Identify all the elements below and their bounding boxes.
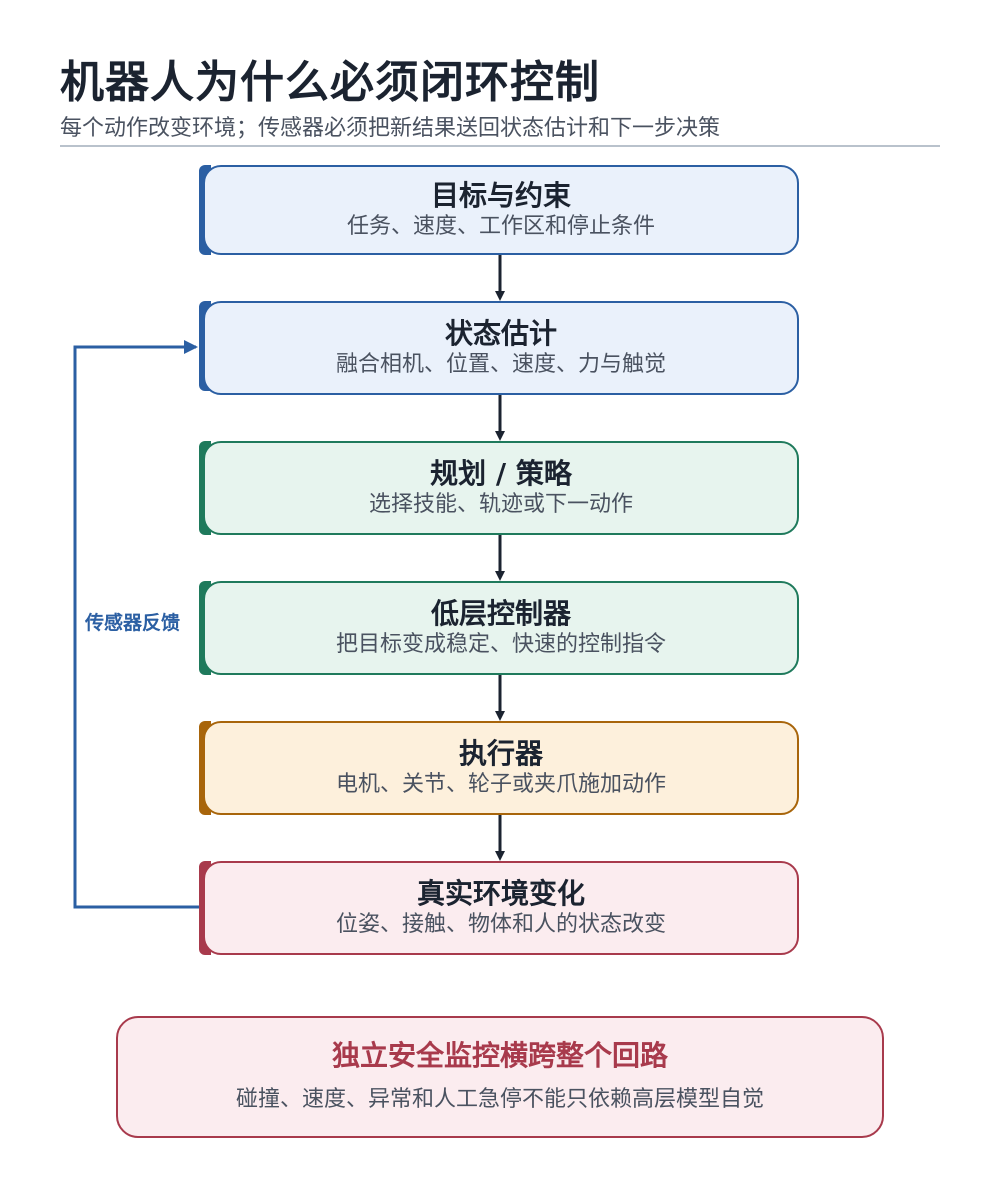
step-state-box: 状态估计 融合相机、位置、速度、力与触觉 bbox=[203, 301, 799, 395]
step-environment-title: 真实环境变化 bbox=[416, 877, 585, 910]
step-actuator-box: 执行器 电机、关节、轮子或夹爪施加动作 bbox=[203, 721, 799, 815]
step-plan-subtitle: 选择技能、轨迹或下一动作 bbox=[368, 492, 633, 517]
step-plan-title: 规划 / 策略 bbox=[430, 457, 572, 490]
safety-note-subtitle: 碰撞、速度、异常和人工急停不能只依赖高层模型自觉 bbox=[235, 1087, 764, 1112]
step-controller-title: 低层控制器 bbox=[430, 597, 571, 630]
step-goal-title: 目标与约束 bbox=[430, 179, 571, 212]
step-actuator-subtitle: 电机、关节、轮子或夹爪施加动作 bbox=[335, 772, 666, 797]
page-subtitle: 每个动作改变环境；传感器必须把新结果送回状态估计和下一步决策 bbox=[60, 116, 721, 141]
step-state-subtitle: 融合相机、位置、速度、力与触觉 bbox=[335, 352, 666, 377]
feedback-label: 传感器反馈 bbox=[85, 612, 181, 634]
step-controller-subtitle: 把目标变成稳定、快速的控制指令 bbox=[335, 632, 666, 657]
step-plan-box: 规划 / 策略 选择技能、轨迹或下一动作 bbox=[203, 441, 799, 535]
step-controller-box: 低层控制器 把目标变成稳定、快速的控制指令 bbox=[203, 581, 799, 675]
header-divider bbox=[60, 145, 940, 147]
step-goal-box: 目标与约束 任务、速度、工作区和停止条件 bbox=[203, 165, 799, 255]
step-environment-box: 真实环境变化 位姿、接触、物体和人的状态改变 bbox=[203, 861, 799, 955]
step-state-title: 状态估计 bbox=[444, 317, 557, 350]
step-environment-subtitle: 位姿、接触、物体和人的状态改变 bbox=[335, 912, 666, 937]
step-goal-subtitle: 任务、速度、工作区和停止条件 bbox=[346, 214, 655, 239]
step-actuator-title: 执行器 bbox=[458, 737, 543, 770]
safety-note-box: 独立安全监控横跨整个回路 碰撞、速度、异常和人工急停不能只依赖高层模型自觉 bbox=[116, 1016, 884, 1138]
page-title: 机器人为什么必须闭环控制 bbox=[60, 57, 600, 108]
safety-note-title: 独立安全监控横跨整个回路 bbox=[331, 1039, 668, 1072]
